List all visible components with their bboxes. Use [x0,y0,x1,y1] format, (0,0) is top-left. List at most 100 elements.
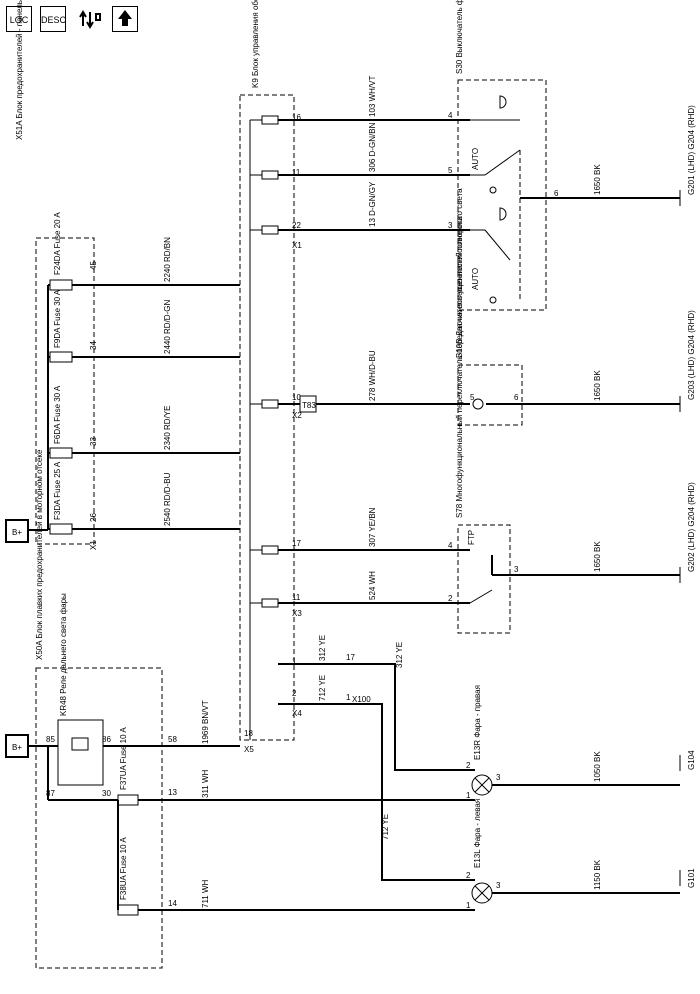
x51a-title: X51A Блок предохранителей - панель прибо… [15,0,24,140]
battery-label: B+ [12,743,22,752]
auto-label: AUTO [471,268,480,290]
s30-switch-contacts [470,95,521,304]
pin-label: 58 [168,735,177,744]
kr48-relay [57,719,104,786]
pin-label: 1 [292,657,297,666]
wire-label: 712 YE [381,814,390,840]
wire-label: 311 WH [201,769,210,798]
auto-label: AUTO [471,148,480,170]
pin-label: 26 [89,513,98,522]
pin-label: 17 [292,539,301,548]
k9-title: K9 Блок управления оборудованием кузова [251,0,260,88]
wire-label: 13 D-GN/GY [368,181,377,227]
connector-nav-icon[interactable] [78,6,104,32]
pin-label: 2 [466,871,471,880]
pin-label: 3 [496,881,501,890]
s30-headlamp-switch [457,79,547,311]
connector-label: X2 [292,411,302,420]
pin-label: 22 [292,221,301,230]
wire-label: 312 YE [395,642,404,668]
battery-label: B+ [12,528,22,537]
connector-label: X1 [89,540,98,550]
pin-label: 5 [470,393,475,402]
relay-label: KR48 Реле дальнего света фары [59,593,68,716]
connector-label: X5 [244,745,254,754]
ground-label: G203 (LHD) G204 (RHD) [687,310,696,400]
x51a-fuses: F24DA Fuse 20 A F9DA Fuse 30 A F6DA Fuse… [49,212,73,535]
fuse-label: F24DA Fuse 20 A [53,212,62,275]
s78-title: S78 Многофункциональный переключатель-пе… [455,216,464,518]
loc-button[interactable]: LOC [6,6,32,32]
pin-label: 6 [554,189,559,198]
sensor-icon [472,398,484,410]
e13r-title: E13R Фара - правая [473,685,482,760]
desc-button[interactable]: DESC [40,6,66,32]
ground-label: G104 [687,750,696,770]
pin-label: 34 [89,341,98,350]
wire-label: 307 YE/BN [368,507,377,547]
pin-label: 30 [102,789,111,798]
pin-label: 18 [244,729,253,738]
pin-label: 4 [448,541,453,550]
up-arrow-icon[interactable] [112,6,138,32]
wire-label: 1650 BK [593,370,602,401]
fuse-label: F3DA Fuse 25 A [53,461,62,520]
pin-label: 10 [292,393,301,402]
pin-label: 33 [89,437,98,446]
wire-label: 1050 BK [593,751,602,782]
pin-label: 2 [466,761,471,770]
wire-label: 306 D-GN/BN [368,122,377,172]
relay-coil-icon [71,737,89,751]
wire-label: 1650 BK [593,164,602,195]
pin-label: 3 [514,565,519,574]
fuse-label: F38UA Fuse 10 A [119,837,128,900]
e13l-title: E13L Фара - левая [473,799,482,868]
pin-label: 17 [346,653,355,662]
e13r-headlamp [471,774,493,796]
wire-label: 712 YE [318,675,327,701]
wire-label: 2340 RD/YE [163,406,172,450]
pin-label: 3 [496,773,501,782]
pin-label: 11 [292,168,301,177]
pin-label: 86 [102,735,111,744]
fuse-label: F9DA Fuse 30 A [53,289,62,348]
wire-label: 2440 RD/D-GN [163,300,172,354]
pin-label: 45 [89,261,98,270]
b10b-light-sensor [457,364,523,426]
pin-label: 2 [448,594,453,603]
desc-label: DESC [41,15,67,25]
s78-multifunction-switch [457,524,511,634]
wire-label: 711 WH [201,879,210,908]
f37ua-fuse [117,794,139,806]
f38ua-fuse [117,904,139,916]
x50a-fuse-block [35,667,163,969]
k9-internal-bus [249,115,279,740]
pin-label: 87 [46,789,55,798]
x100-label: X100 [352,695,371,704]
wire-label: 312 YE [318,635,327,661]
connector-label: X4 [292,709,302,718]
battery-terminal-upper: B+ [5,519,29,543]
pin-label: 13 [168,788,177,797]
s30-title: S30 Выключатель фар [455,0,464,74]
k9-bcm-block [239,94,295,741]
e13l-headlamp [471,882,493,904]
wire-label: 1650 BK [593,541,602,572]
toolbar: LOC DESC [0,0,180,40]
wire-label: 2240 RD/BN [163,237,172,282]
connector-label: X3 [292,609,302,618]
pin-label: 85 [46,735,55,744]
pin-label: 1 [466,791,471,800]
battery-terminal-lower: B+ [5,734,29,758]
pin-label: 1 [466,901,471,910]
wire-label: 278 WH/D-BU [368,350,377,401]
pin-label: 2 [292,689,297,698]
pin-label: 16 [292,113,301,122]
ftp-label: FTP [467,530,476,545]
t83-label: T83 [302,401,316,410]
x50a-title: X50A Блок плавких предохранителей в мото… [35,449,44,660]
x51a-fuse-block [35,237,95,545]
ground-label: G202 (LHD) G204 (RHD) [687,482,696,572]
pin-label: 14 [168,899,177,908]
